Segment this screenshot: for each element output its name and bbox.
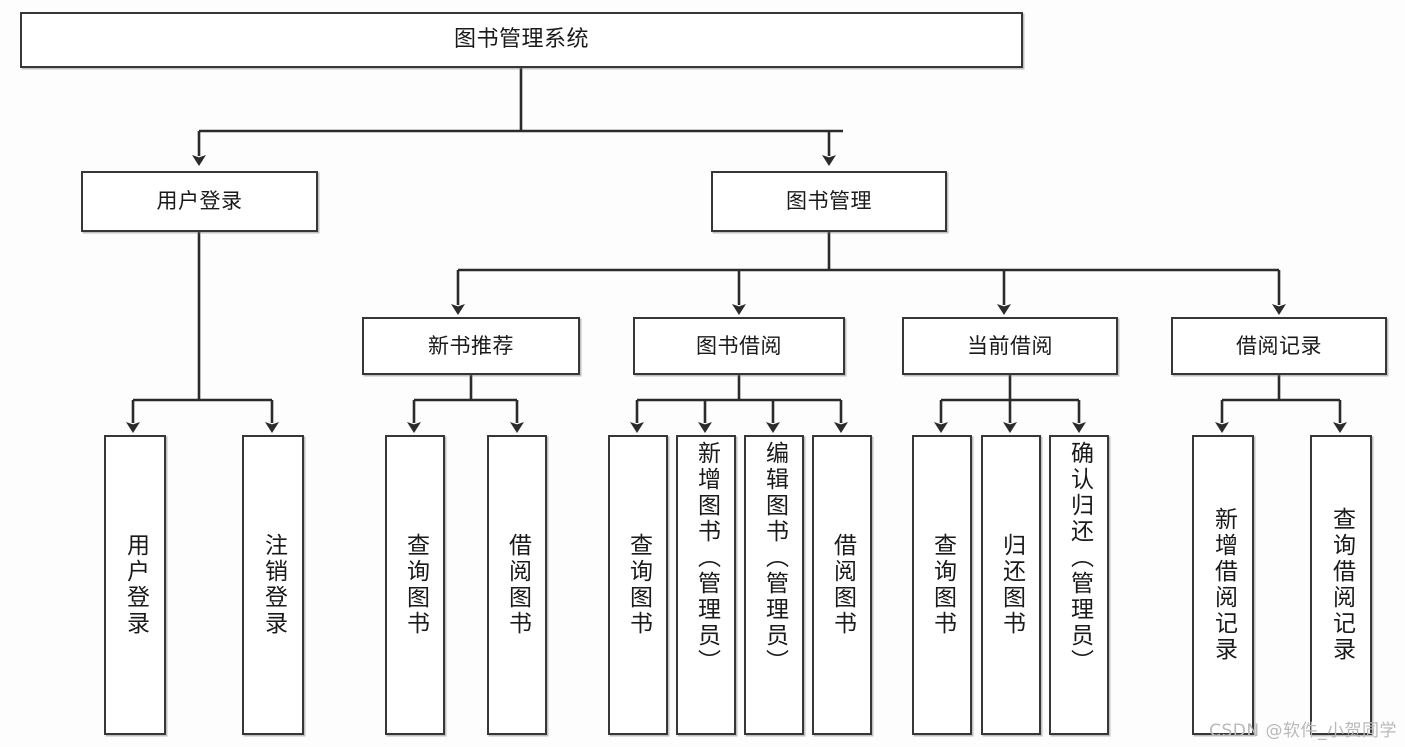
node-leaf-add-record-label: 新增借阅记录: [1210, 507, 1237, 663]
node-user-login[interactable]: 用户登录: [81, 171, 318, 232]
node-leaf-add-book-label: 新增图书（管理员）: [693, 441, 720, 675]
node-current-borrow-label: 当前借阅: [967, 333, 1053, 358]
node-leaf-logout[interactable]: 注销登录: [242, 435, 304, 735]
node-book-manage-label: 图书管理: [786, 189, 872, 214]
node-new-book-rec[interactable]: 新书推荐: [362, 317, 580, 375]
node-leaf-edit-book[interactable]: 编辑图书（管理员）: [744, 435, 804, 735]
node-leaf-query-record[interactable]: 查询借阅记录: [1310, 435, 1372, 735]
node-borrow-record[interactable]: 借阅记录: [1171, 317, 1387, 375]
node-leaf-borrow-book-1[interactable]: 借阅图书: [487, 435, 547, 735]
node-leaf-confirm-return[interactable]: 确认归还（管理员）: [1049, 435, 1109, 735]
node-borrow-record-label: 借阅记录: [1236, 333, 1322, 358]
node-leaf-confirm-return-label: 确认归还（管理员）: [1066, 441, 1093, 675]
node-new-book-rec-label: 新书推荐: [428, 333, 514, 358]
node-user-login-label: 用户登录: [156, 189, 243, 214]
node-leaf-user-login-label: 用户登录: [122, 533, 149, 637]
node-leaf-query-book-3[interactable]: 查询图书: [912, 435, 972, 735]
node-book-borrow-label: 图书借阅: [696, 333, 782, 358]
node-leaf-query-book-1[interactable]: 查询图书: [385, 435, 445, 735]
node-leaf-borrow-book-2-label: 借阅图书: [829, 533, 856, 637]
node-current-borrow[interactable]: 当前借阅: [902, 317, 1118, 375]
node-leaf-query-record-label: 查询借阅记录: [1328, 507, 1355, 663]
node-leaf-borrow-book-1-label: 借阅图书: [504, 533, 531, 637]
node-leaf-return-book-label: 归还图书: [998, 533, 1025, 637]
node-leaf-edit-book-label: 编辑图书（管理员）: [761, 441, 788, 675]
node-root-label: 图书管理系统: [453, 27, 589, 53]
node-leaf-return-book[interactable]: 归还图书: [981, 435, 1041, 735]
node-leaf-logout-label: 注销登录: [260, 533, 287, 637]
node-book-borrow[interactable]: 图书借阅: [633, 317, 845, 375]
node-leaf-borrow-book-2[interactable]: 借阅图书: [812, 435, 872, 735]
node-leaf-add-book[interactable]: 新增图书（管理员）: [676, 435, 736, 735]
node-root[interactable]: 图书管理系统: [20, 12, 1023, 68]
node-leaf-query-book-2-label: 查询图书: [625, 533, 652, 637]
watermark: CSDN @软件_小贺同学: [1209, 721, 1397, 741]
node-leaf-user-login[interactable]: 用户登录: [104, 435, 166, 735]
node-book-manage[interactable]: 图书管理: [711, 171, 947, 232]
node-leaf-add-record[interactable]: 新增借阅记录: [1192, 435, 1254, 735]
node-leaf-query-book-2[interactable]: 查询图书: [608, 435, 668, 735]
node-leaf-query-book-1-label: 查询图书: [402, 533, 429, 637]
node-leaf-query-book-3-label: 查询图书: [929, 533, 956, 637]
